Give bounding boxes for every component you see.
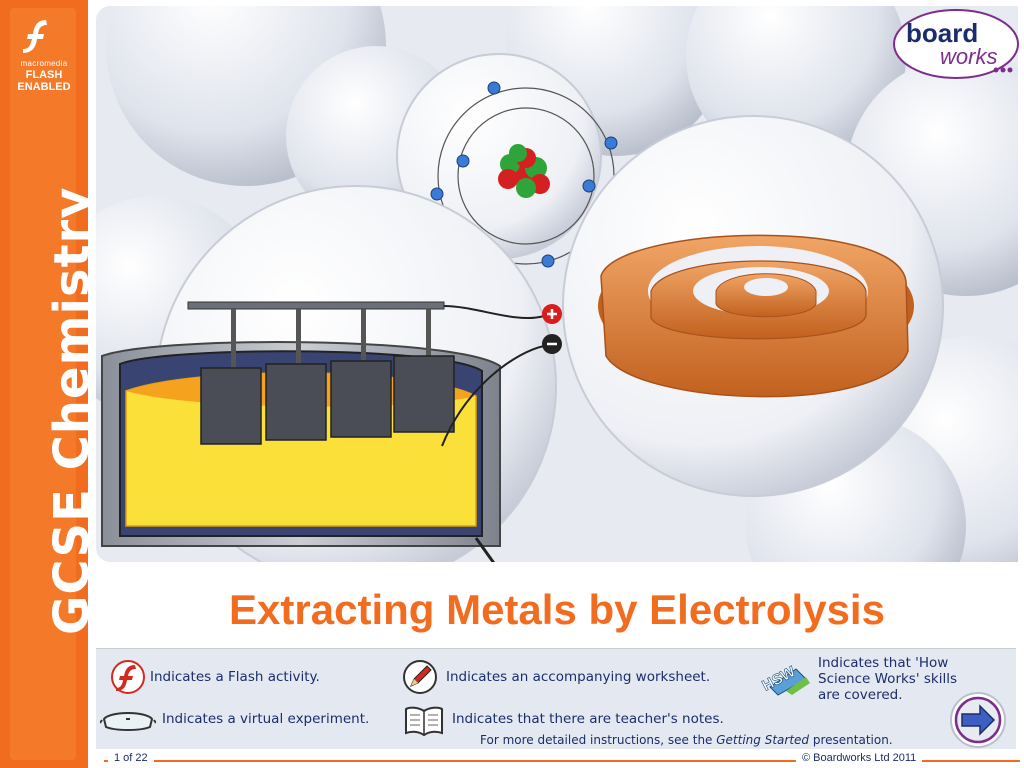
svg-text:works: works [940,44,997,69]
goggles-icon [100,712,156,731]
legend-instructions: For more detailed instructions, see the … [480,733,893,747]
flash-icon [111,660,145,694]
legend-virtual-text: Indicates a virtual experiment. [162,711,370,727]
flash-logo-icon [23,20,47,53]
slide-title: Extracting Metals by Electrolysis [229,586,885,633]
copper-coil [598,234,914,398]
flash-badge-line3: ENABLED [17,81,71,93]
icon-legend-panel: Indicates a Flash activity. Indicates an… [96,648,1016,749]
next-arrow-icon [950,692,1006,748]
legend-worksheet-text: Indicates an accompanying worksheet. [446,669,711,685]
flash-badge-line2: FLASH [25,69,63,81]
worksheet-pencil-icon [403,660,437,694]
subject-label: GCSE Chemistry [44,186,100,635]
slide-number: 1 of 22 [108,752,154,764]
copyright-text: © Boardworks Ltd 2011 [796,752,923,764]
hero-illustration [96,6,1018,562]
legend-flash-text: Indicates a Flash activity. [150,669,320,685]
sidebar: macromedia FLASH ENABLED GCSE Chemistry [0,0,100,768]
legend-notes-text: Indicates that there are teacher's notes… [452,711,724,727]
sidebar-panel [10,8,76,760]
footer-rule [104,760,1020,762]
instructions-getting-started: Getting Started [716,733,810,747]
instructions-suffix: presentation. [809,733,893,747]
svg-text:board: board [906,18,978,48]
hsw-icon: HSW [759,663,810,696]
instructions-prefix: For more detailed instructions, see the [480,733,717,747]
legend-hsw-text-line2: Science Works' skills [818,671,957,687]
open-book-icon [405,706,443,737]
legend-hsw-text-line1: Indicates that 'How [818,655,949,671]
electrolysis-cell [101,301,562,562]
flash-badge-line1: macromedia [20,59,68,68]
atom-model [430,81,618,268]
legend-hsw-text-line3: are covered. [818,687,903,703]
next-slide-button[interactable] [948,690,1008,750]
boardworks-logo: board works [893,9,1019,79]
